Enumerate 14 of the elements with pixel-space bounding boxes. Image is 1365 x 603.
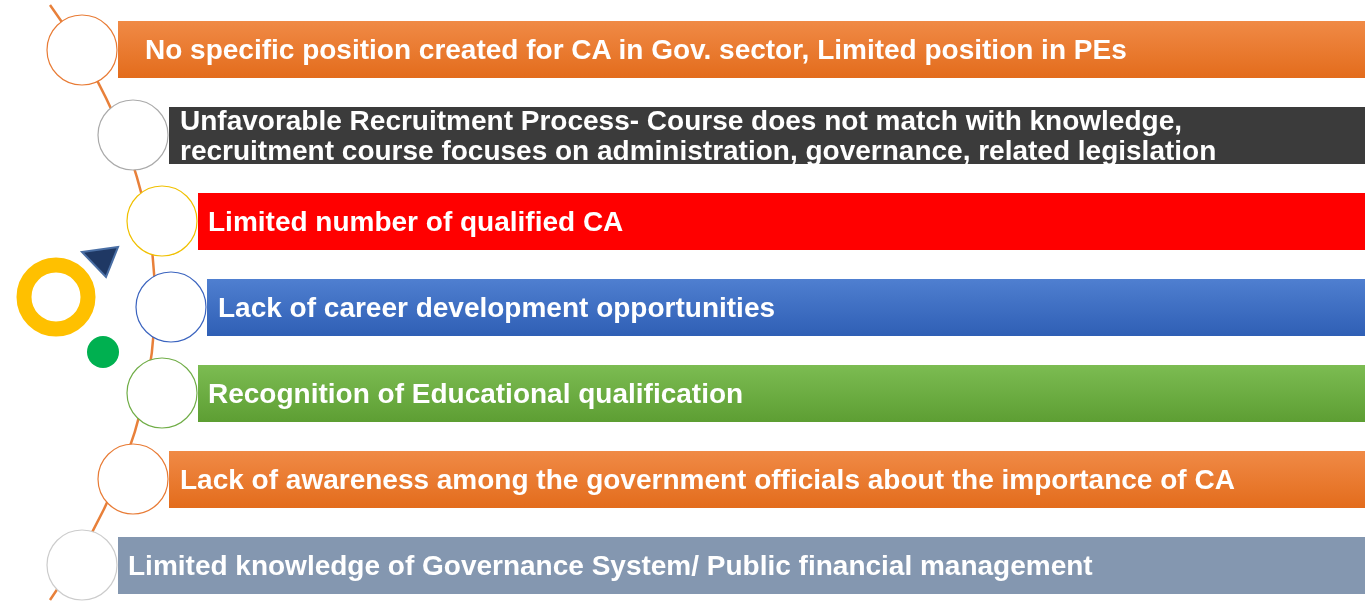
banner-bar bbox=[198, 365, 1365, 422]
banner-text: Lack of awareness among the government officials about the importance of CA bbox=[180, 464, 1235, 495]
banner-bar bbox=[169, 107, 1365, 164]
banner-text: Unfavorable Recruitment Process- Course does not match with knowledge, recruitment course focuses on administration, governance, related legislation bbox=[180, 105, 1218, 166]
banner-text: No specific position created for CA in Gov. sector, Limited position in PEs bbox=[145, 34, 1127, 65]
banner-bar bbox=[118, 537, 1365, 594]
banner-bar bbox=[207, 279, 1365, 336]
banner-bar bbox=[169, 451, 1365, 508]
banner-bar bbox=[118, 21, 1365, 78]
banner-bar bbox=[198, 193, 1365, 250]
banner-text: Limited number of qualified CA bbox=[208, 206, 624, 237]
banner-text: Recognition of Educational qualification bbox=[208, 378, 744, 409]
banner-text: Limited knowledge of Governance System/ Public financial management bbox=[128, 550, 1093, 581]
banner-text: Lack of career development opportunities bbox=[218, 292, 776, 323]
